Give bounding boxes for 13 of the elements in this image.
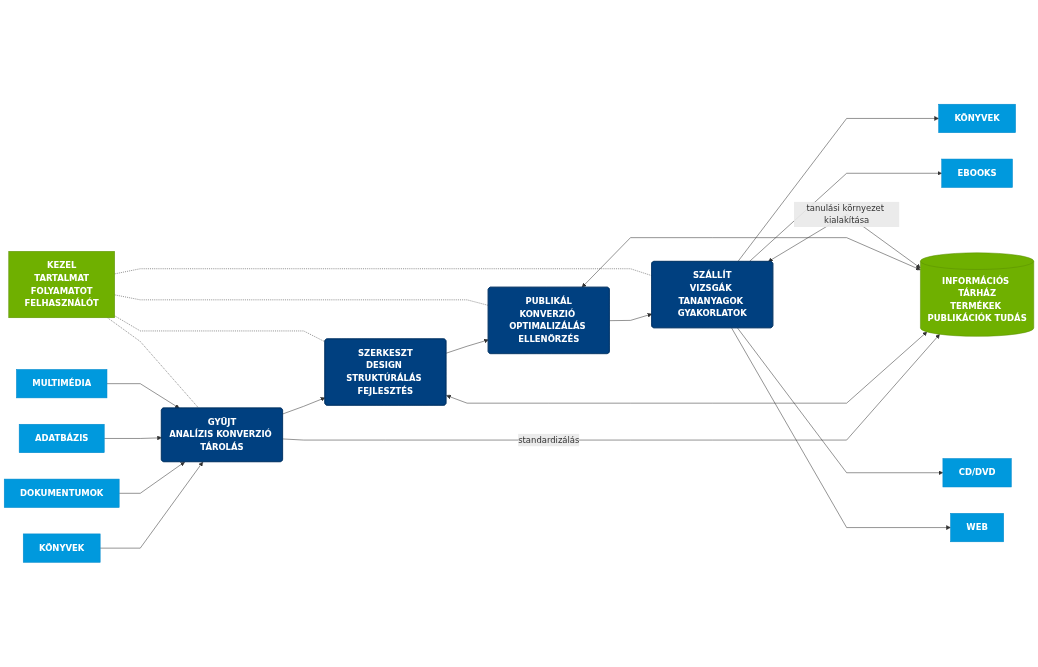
node-box: WEB — [950, 513, 1004, 543]
node-box: KÖNYVEK — [22, 533, 101, 563]
connector — [114, 294, 489, 306]
node-box: KEZEL TARTALMAT FOLYAMATOT FELHASZNÁLÓT — [8, 251, 115, 319]
node-box: ADATBÁZIS — [18, 424, 105, 454]
node-box: CD/DVD — [942, 458, 1012, 488]
node-box: MULTIMÉDIA — [16, 369, 108, 399]
node-box: DOKUMENTUMOK — [3, 479, 120, 508]
node-box: EBOOKS — [941, 158, 1013, 188]
edge-label: standardizálás — [518, 435, 580, 446]
node-box: KÖNYVEK — [938, 104, 1016, 134]
edge-label: tanulási környezet kialakítása — [806, 203, 885, 226]
connector — [114, 268, 653, 277]
